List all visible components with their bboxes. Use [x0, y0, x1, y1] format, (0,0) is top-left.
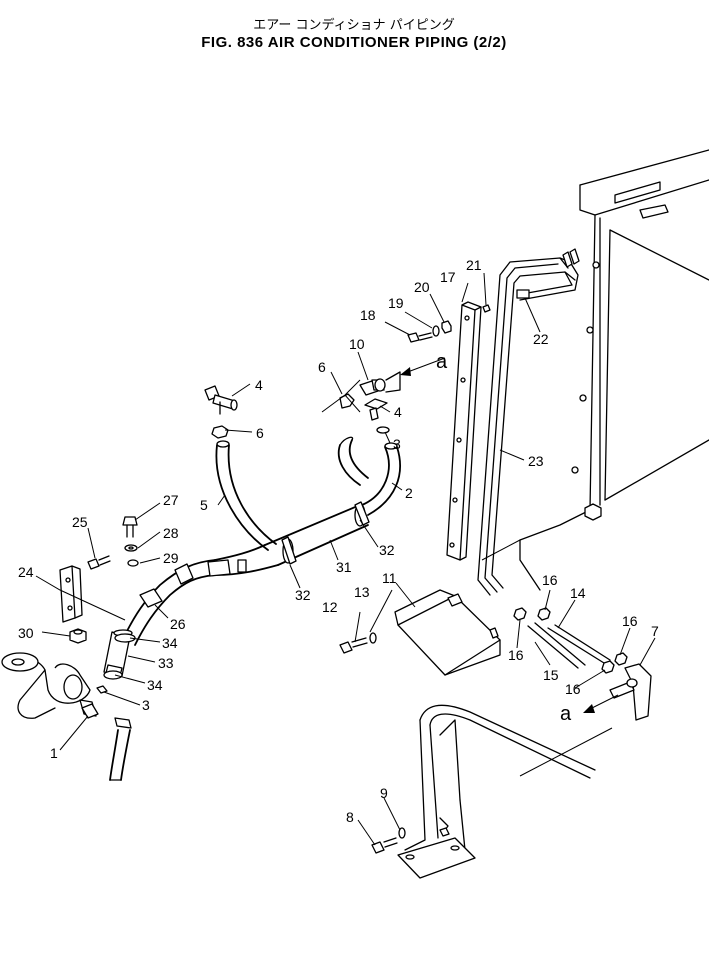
- callout-10: 10: [349, 336, 365, 352]
- reference-arrow-lower: [519, 694, 619, 777]
- callout-32-left: 32: [295, 587, 311, 603]
- callout-9: 9: [380, 785, 388, 801]
- callout-19: 19: [388, 295, 404, 311]
- bolt-25: [87, 555, 111, 570]
- callout-3-upper: 3: [393, 436, 401, 452]
- callout-labels: 1 2 3 3 4 4 5 6 6 7 8 9 10 11 12 13 14 1…: [18, 257, 659, 825]
- callout-7: 7: [651, 623, 659, 639]
- washer-28: [124, 544, 138, 552]
- hose-left: [124, 559, 247, 646]
- oring-3-upper: [376, 426, 390, 434]
- nut-30: [69, 628, 87, 644]
- bolt-12: [339, 637, 368, 654]
- callout-2: 2: [405, 485, 413, 501]
- bolt-27: [122, 516, 138, 538]
- callout-28: 28: [163, 525, 179, 541]
- callout-34-upper: 34: [162, 635, 178, 651]
- callout-24: 24: [18, 564, 34, 580]
- nut-16-c: [614, 652, 628, 666]
- clamp-32-left: [281, 536, 297, 565]
- callout-14: 14: [570, 585, 586, 601]
- nut-16-b: [513, 607, 527, 621]
- rod-15: [527, 622, 586, 669]
- callout-25: 25: [72, 514, 88, 530]
- callout-5: 5: [200, 497, 208, 513]
- callout-11: 11: [382, 570, 397, 586]
- callout-17: 17: [440, 269, 456, 285]
- fitting-10: [359, 371, 401, 396]
- fitting-1: [81, 703, 99, 719]
- callout-8: 8: [346, 809, 354, 825]
- callout-22: 22: [533, 331, 549, 347]
- oring-3-lower: [96, 685, 108, 694]
- tee-fitting-4-right: [364, 398, 388, 421]
- tee-fitting-4-left: [204, 385, 238, 415]
- clamp-32-right: [354, 501, 370, 526]
- callout-16-b: 16: [508, 647, 524, 663]
- callout-32-right: 32: [379, 542, 395, 558]
- washer-13: [369, 632, 377, 644]
- callout-12: 12: [322, 599, 338, 615]
- bracket-11: [394, 589, 501, 676]
- pipe-23: [477, 248, 580, 596]
- callout-23: 23: [528, 453, 544, 469]
- callout-3-lower: 3: [142, 697, 150, 713]
- callout-30: 30: [18, 625, 34, 641]
- leader-lines: [35, 272, 656, 846]
- callout-6-right: 6: [318, 359, 326, 375]
- callout-31: 31: [336, 559, 352, 575]
- callout-33: 33: [158, 655, 174, 671]
- nut-6-right: [339, 393, 355, 409]
- bracket-24: [59, 565, 83, 623]
- callout-1: 1: [50, 745, 58, 761]
- cab-frame: [519, 149, 709, 591]
- bracket-17: [446, 301, 482, 561]
- callout-6-left: 6: [256, 425, 264, 441]
- reference-arrow-upper: [400, 357, 446, 376]
- reference-label-upper: a: [436, 351, 448, 373]
- callout-13: 13: [354, 584, 370, 600]
- title-japanese: エアー コンディショナ パイピング: [253, 17, 455, 33]
- callout-15: 15: [543, 667, 559, 683]
- callout-16-c: 16: [622, 613, 638, 629]
- rod-14: [547, 624, 611, 664]
- callout-4-left: 4: [255, 377, 263, 393]
- callout-21: 21: [466, 257, 482, 273]
- callout-20: 20: [414, 279, 430, 295]
- fitting-7: [609, 663, 652, 721]
- nut-16-a: [537, 607, 551, 621]
- title-english: FIG. 836 AIR CONDITIONER PIPING (2/2): [201, 34, 507, 51]
- callout-29: 29: [163, 550, 179, 566]
- clip-21: [482, 304, 491, 313]
- washer-29: [127, 559, 139, 567]
- hose-2: [337, 436, 401, 516]
- callout-4-right: 4: [394, 404, 402, 420]
- bolt-18: [407, 332, 433, 343]
- washer-19: [432, 325, 440, 337]
- reference-label-lower: a: [560, 703, 572, 725]
- callout-16-d: 16: [565, 681, 581, 697]
- clamp-34: [103, 633, 136, 680]
- nut-6-left: [211, 425, 229, 439]
- nut-20: [441, 320, 452, 334]
- callout-26: 26: [170, 616, 186, 632]
- washer-9: [398, 827, 406, 839]
- machine-frame: [397, 704, 596, 879]
- hose-5: [215, 440, 277, 551]
- bolt-8: [371, 837, 398, 854]
- callout-34-lower: 34: [147, 677, 163, 693]
- callout-16-a: 16: [542, 572, 558, 588]
- callout-27: 27: [163, 492, 179, 508]
- callout-18: 18: [360, 307, 376, 323]
